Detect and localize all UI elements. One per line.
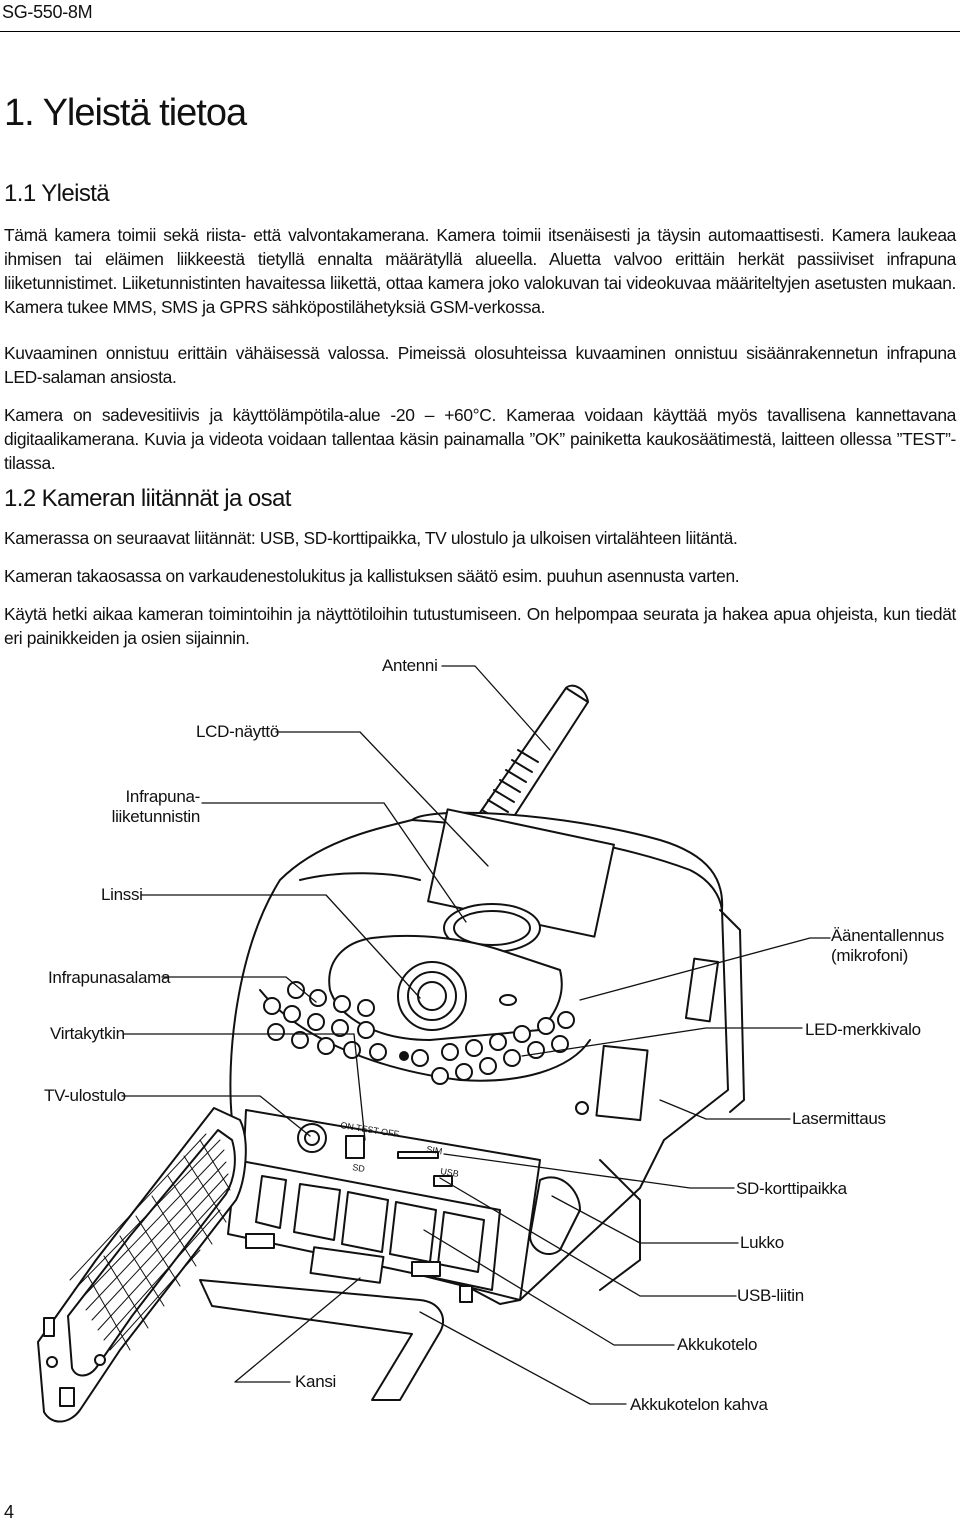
label-led-indicator: LED-merkkivalo [805, 1020, 921, 1039]
label-usb: USB-liitin [737, 1286, 804, 1305]
paragraph-familiarize: Käytä hetki aikaa kameran toimintoihin j… [4, 604, 956, 648]
cover-drawing [37, 1107, 247, 1423]
label-tv-out: TV-ulostulo [44, 1086, 126, 1105]
paragraph-connections: Kamerassa on seuraavat liitännät: USB, S… [4, 528, 738, 548]
label-power-switch: Virtakytkin [50, 1024, 125, 1043]
page-title: 1. Yleistä tietoa [4, 92, 247, 134]
label-microphone-line1: Äänentallennus [831, 926, 945, 945]
label-battery-handle: Akkukotelon kahva [630, 1395, 768, 1414]
header-divider [0, 31, 960, 32]
label-pir-line1: Infrapuna- [125, 787, 201, 806]
page-number: 4 [4, 1502, 15, 1522]
paragraph-low-light: Kuvaaminen onnistuu erittäin vähäisessä … [4, 343, 956, 387]
paragraph-weatherproof: Kamera on sadevesitiivis ja käyttölämpöt… [4, 405, 956, 473]
label-ir-flash: Infrapunasalama [48, 968, 171, 987]
document-code: SG-550-8M [2, 2, 93, 22]
label-pir-line2: liiketunnistin [111, 807, 201, 826]
label-lcd-display: LCD-näyttö [196, 722, 279, 741]
label-laser: Lasermittaus [792, 1109, 886, 1128]
paragraph-lock-tilt: Kameran takaosassa on varkaudenestolukit… [4, 566, 740, 586]
label-sd-slot: SD-korttipaikka [736, 1179, 847, 1198]
camera-parts-diagram: ON TEST OFF SD SIM USB [37, 665, 831, 1423]
usb-panel-text: USB [440, 1166, 460, 1179]
camera-body-drawing [199, 808, 745, 1401]
section-heading-general: 1.1 Yleistä [4, 180, 110, 207]
label-lens: Linssi [101, 885, 143, 904]
sd-panel-text: SD [352, 1162, 366, 1174]
label-lock: Lukko [740, 1233, 784, 1252]
sim-panel-text: SIM [426, 1144, 443, 1156]
label-microphone-line2: (mikrofoni) [831, 946, 908, 965]
label-cover: Kansi [295, 1372, 337, 1391]
leader-lines [121, 665, 831, 1405]
paragraph-intro: Tämä kamera toimii sekä riista- että val… [4, 225, 956, 317]
section-heading-parts: 1.2 Kameran liitännät ja osat [4, 485, 291, 512]
label-battery-box: Akkukotelo [677, 1335, 758, 1354]
label-antenna: Antenni [382, 656, 438, 675]
